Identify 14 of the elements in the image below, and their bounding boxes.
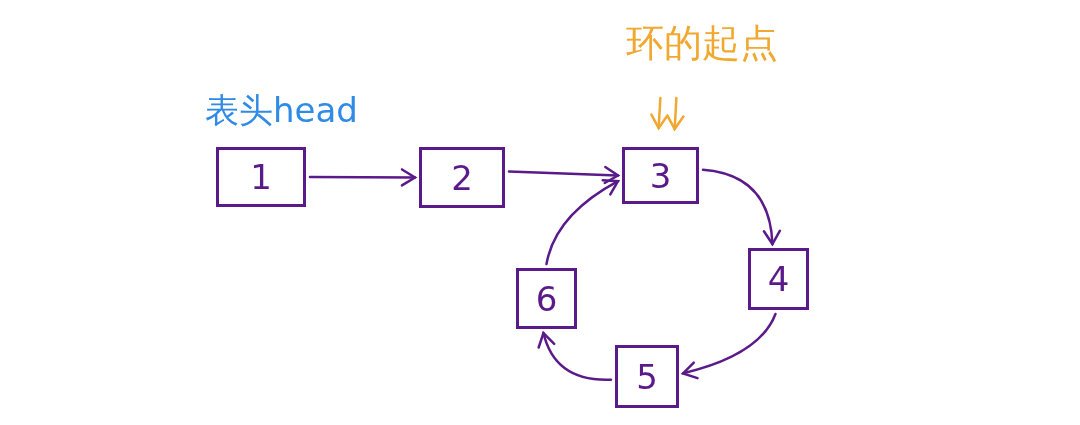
arrow [545,179,620,266]
arrow [538,331,613,381]
arrow [681,312,777,380]
list-node-box: 1 [216,147,306,207]
list-node-box: 4 [748,248,809,310]
arrow [308,168,417,187]
arrow [507,165,620,185]
list-node-box: 2 [419,147,505,208]
list-node-box: 6 [516,268,577,329]
list-node-box: 5 [615,345,679,408]
annotation-text: 环的起点 [622,18,782,68]
arrow [701,168,781,246]
head-label: 表头head [205,89,358,132]
list-node-box: 3 [622,147,699,204]
